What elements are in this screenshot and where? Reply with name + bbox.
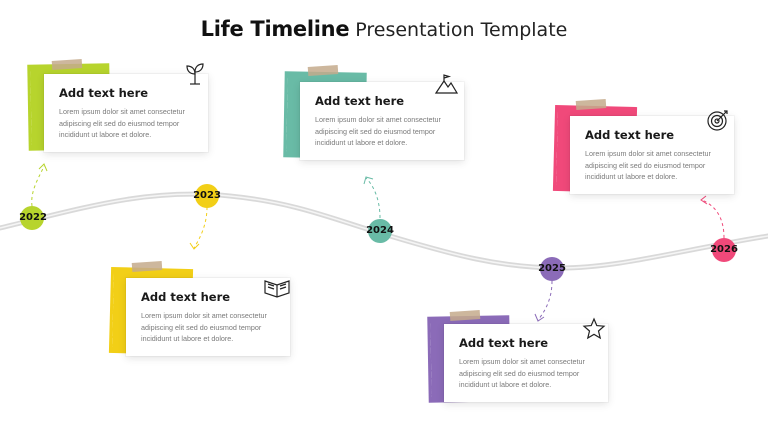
milestone-dot-2025 <box>540 257 564 281</box>
connector-2025 <box>537 280 553 321</box>
target-icon <box>707 110 728 131</box>
timeline-card-2026: Add text here Lorem ipsum dolor sit amet… <box>570 116 734 194</box>
timeline-card-2024: Add text here Lorem ipsum dolor sit amet… <box>300 82 464 160</box>
card-heading: Add text here <box>459 336 549 350</box>
title-bold: Life Timeline <box>200 17 350 41</box>
milestone-year-2024: 2024 <box>366 225 394 236</box>
timeline-card-2022: Add text here Lorem ipsum dolor sit amet… <box>44 74 208 152</box>
milestone-year-2022: 2022 <box>19 212 47 223</box>
book-icon <box>264 280 290 298</box>
connector-2023 <box>193 206 208 249</box>
milestone-year-2026: 2026 <box>710 244 738 255</box>
card-body: Lorem ipsum dolor sit amet consectetur a… <box>59 107 185 139</box>
milestone-dot-2026 <box>712 238 736 262</box>
card-body: Lorem ipsum dolor sit amet consectetur a… <box>585 149 711 181</box>
milestone-dot-2023 <box>195 184 219 208</box>
card-heading: Add text here <box>59 86 149 100</box>
card-heading: Add text here <box>141 290 231 304</box>
card-heading: Add text here <box>315 94 405 108</box>
title-light: Presentation Template <box>355 19 568 41</box>
star-icon <box>582 317 606 340</box>
milestone-dot-2024 <box>368 219 392 243</box>
card-body: Lorem ipsum dolor sit amet consectetur a… <box>315 115 441 147</box>
card-body: Lorem ipsum dolor sit amet consectetur a… <box>141 311 267 343</box>
card-heading: Add text here <box>585 128 675 142</box>
card-body: Lorem ipsum dolor sit amet consectetur a… <box>459 357 585 389</box>
connector-2026 <box>701 199 725 239</box>
timeline-card-2025: Add text here Lorem ipsum dolor sit amet… <box>444 324 608 402</box>
connector-2024 <box>365 177 381 219</box>
mountain-flag-icon <box>434 74 458 94</box>
milestone-year-2023: 2023 <box>193 190 221 201</box>
timeline-card-2023: Add text here Lorem ipsum dolor sit amet… <box>126 278 290 356</box>
milestone-year-2025: 2025 <box>538 263 566 274</box>
plant-icon <box>186 63 204 85</box>
milestone-dot-2022 <box>20 206 44 230</box>
connector-2022 <box>31 165 45 207</box>
